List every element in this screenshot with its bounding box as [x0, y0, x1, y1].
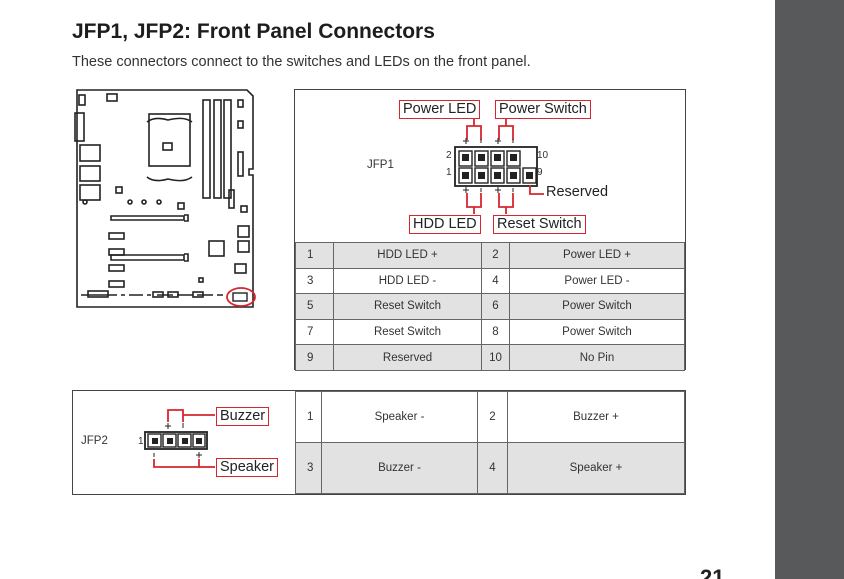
pin-number: 2	[477, 391, 508, 443]
pin-number: 6	[481, 293, 510, 320]
table-row: 9 Reserved 10 No Pin	[295, 344, 685, 371]
pin-number: 3	[295, 267, 334, 295]
pin-signal: HDD LED -	[333, 267, 482, 295]
pin-signal: Speaker +	[507, 442, 685, 494]
jfp1-pin-table: 1 HDD LED + 2 Power LED + 3 HDD LED - 4 …	[295, 242, 685, 371]
pin-signal: Buzzer +	[507, 391, 685, 443]
jfp1-pin-marker-10: 10	[537, 150, 549, 161]
buzzer-label: Buzzer	[216, 407, 270, 426]
pin-signal: Reset Switch	[333, 293, 482, 320]
page-title: JFP1, JFP2: Front Panel Connectors	[72, 20, 435, 43]
speaker-label: Speaker	[216, 458, 279, 477]
page-subtitle: These connectors connect to the switches…	[72, 54, 531, 70]
pin-signal: Reserved	[333, 344, 482, 371]
pin-number: 9	[295, 344, 334, 371]
jfp1-pinout-diagram: JFP1	[295, 90, 684, 242]
jfp2-pin-table: 1 Speaker - 2 Buzzer + 3 Buzzer - 4 Spea…	[295, 391, 685, 494]
jfp2-connector-name: JFP2	[81, 435, 108, 447]
jfp2-panel: JFP2 1 Buzzer	[72, 390, 686, 495]
reserved-label: Reserved	[546, 184, 609, 200]
pin-number: 3	[295, 442, 322, 494]
pin-signal: Speaker -	[321, 391, 478, 443]
reset-switch-label: Reset Switch	[493, 215, 586, 234]
jfp1-pin-marker-2: 2	[446, 150, 452, 161]
pin-number: 7	[295, 318, 334, 346]
table-row: 7 Reset Switch 8 Power Switch	[295, 318, 685, 346]
pin-number: 1	[295, 242, 334, 269]
pin-number: 8	[481, 318, 510, 346]
table-row: 1 HDD LED + 2 Power LED +	[295, 242, 685, 269]
pin-number: 1	[295, 391, 322, 443]
table-row: 1 Speaker - 2 Buzzer +	[295, 391, 685, 443]
page-side-bar	[775, 0, 844, 579]
pin-signal: HDD LED +	[333, 242, 482, 269]
pin-signal: No Pin	[509, 344, 685, 371]
pin-number: 5	[295, 293, 334, 320]
pin-signal: Power Switch	[509, 293, 685, 320]
pin-signal: Power Switch	[509, 318, 685, 346]
pin-number: 4	[477, 442, 508, 494]
hdd-led-label: HDD LED	[409, 215, 481, 234]
pin-signal: Power LED -	[509, 267, 685, 295]
jfp1-connector-name: JFP1	[367, 159, 394, 171]
pin-number: 4	[481, 267, 510, 295]
table-row: 3 HDD LED - 4 Power LED -	[295, 267, 685, 295]
power-switch-label: Power Switch	[495, 100, 591, 119]
jfp1-pin-marker-9: 9	[537, 167, 543, 178]
jfp2-pinout-diagram: JFP2 1 Buzzer	[73, 391, 295, 493]
motherboard-diagram	[74, 89, 256, 308]
jfp1-panel: JFP1	[294, 89, 686, 371]
jfp2-pin-marker-1: 1	[138, 436, 144, 447]
pin-number: 10	[481, 344, 510, 371]
power-led-label: Power LED	[399, 100, 481, 119]
page-number: 21	[700, 565, 725, 579]
pin-signal: Buzzer -	[321, 442, 478, 494]
pin-number: 2	[481, 242, 510, 269]
pin-signal: Reset Switch	[333, 318, 482, 346]
table-row: 5 Reset Switch 6 Power Switch	[295, 293, 685, 320]
table-row: 3 Buzzer - 4 Speaker +	[295, 442, 685, 494]
pin-signal: Power LED +	[509, 242, 685, 269]
jfp1-pin-marker-1: 1	[446, 167, 452, 178]
